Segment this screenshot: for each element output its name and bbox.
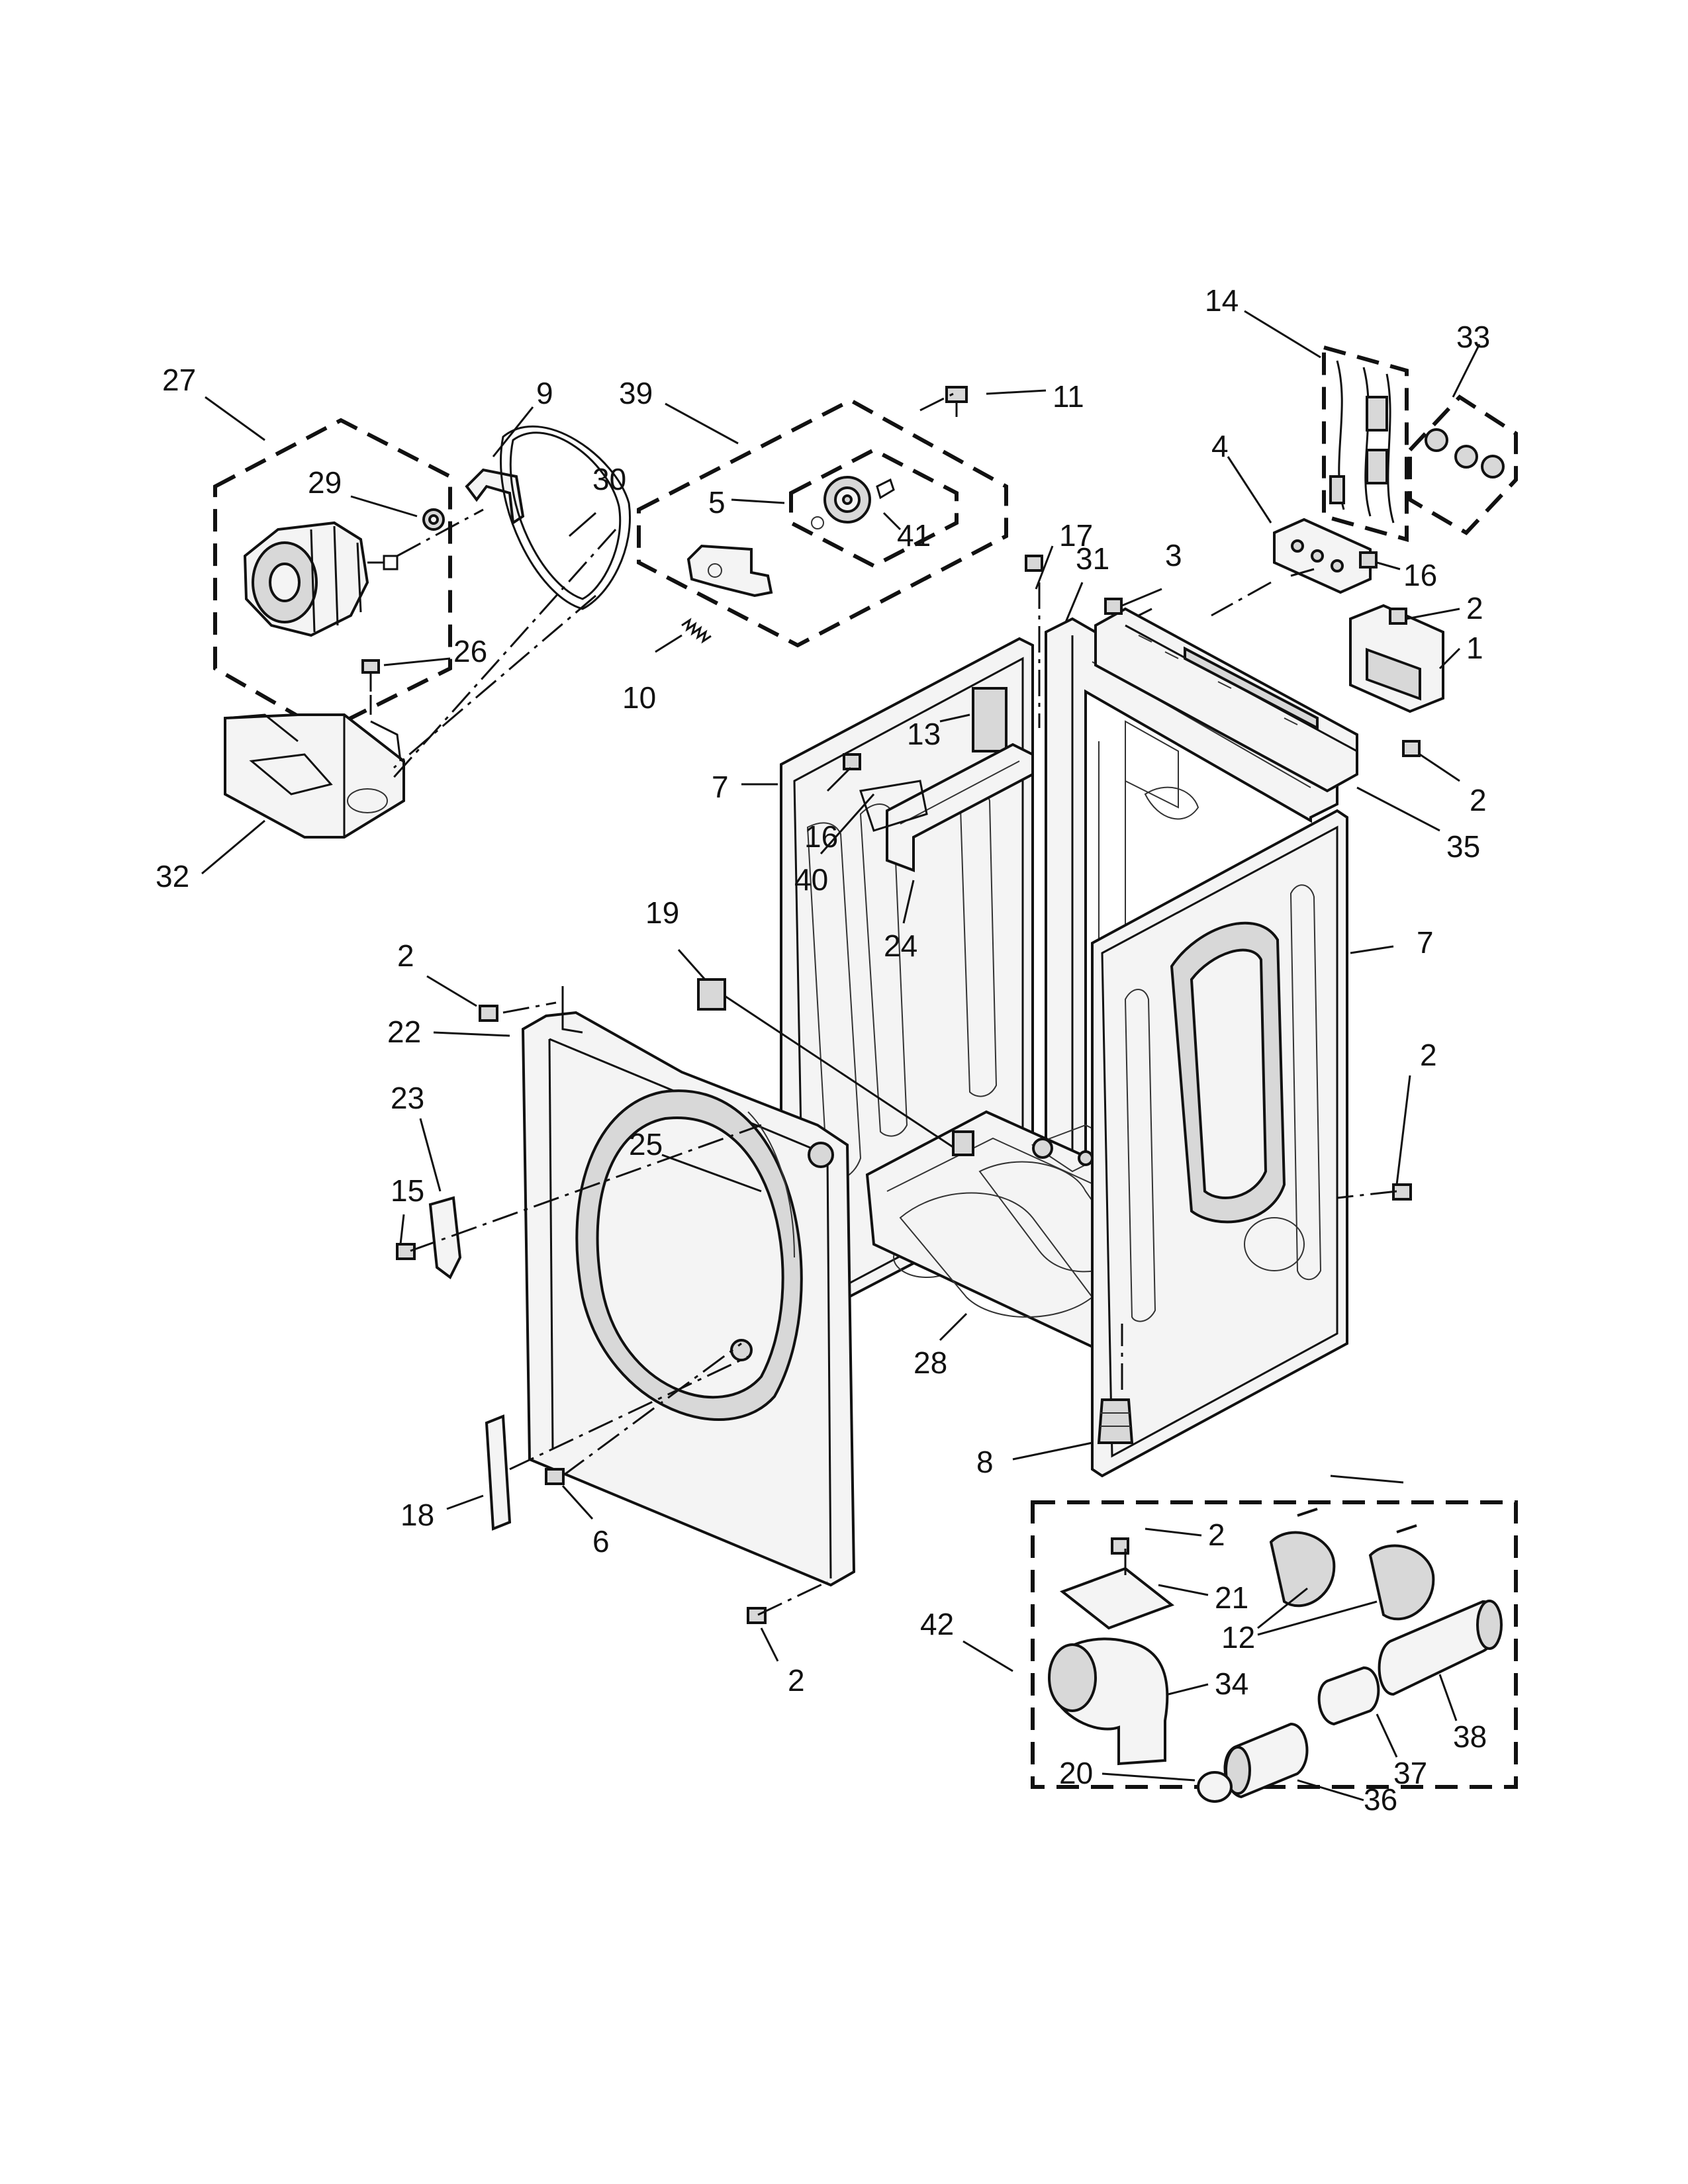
group-33-connector-box bbox=[1408, 394, 1518, 535]
exhaust-kit-parts bbox=[1048, 1508, 1503, 1803]
door-sensor-plug bbox=[952, 1130, 974, 1156]
callout-37: 37 bbox=[1393, 1756, 1427, 1790]
idler-spring bbox=[681, 617, 712, 644]
callout-25: 25 bbox=[629, 1127, 663, 1161]
callout-15: 15 bbox=[391, 1173, 424, 1208]
callout-16: 16 bbox=[1403, 558, 1437, 592]
callout-3: 3 bbox=[1165, 538, 1182, 572]
callout-2: 2 bbox=[1420, 1038, 1437, 1072]
callout-34: 34 bbox=[1215, 1666, 1248, 1701]
callout-6: 6 bbox=[592, 1524, 610, 1559]
callout-9: 9 bbox=[536, 376, 553, 410]
callout-39: 39 bbox=[619, 376, 653, 410]
wire-harness-14 bbox=[1329, 360, 1395, 523]
callout-32: 32 bbox=[156, 859, 189, 893]
callout-24: 24 bbox=[884, 929, 917, 963]
top-control-bracket bbox=[1094, 607, 1358, 793]
terminal-block-4 bbox=[1273, 518, 1372, 594]
drive-belt bbox=[500, 425, 631, 610]
callout-5: 5 bbox=[708, 485, 726, 520]
callout-14: 14 bbox=[1205, 283, 1239, 318]
callout-2: 2 bbox=[1466, 591, 1483, 625]
callout-27: 27 bbox=[162, 363, 196, 397]
callout-2: 2 bbox=[1470, 783, 1487, 817]
callout-28: 28 bbox=[914, 1345, 947, 1380]
control-board-1 bbox=[1349, 604, 1444, 713]
cabinet-side-panel-right bbox=[1091, 809, 1348, 1478]
screw-11 bbox=[945, 386, 968, 417]
leveling-foot-8 bbox=[1097, 1398, 1134, 1444]
alignment-lines bbox=[369, 392, 1397, 1616]
callout-11: 11 bbox=[1053, 379, 1084, 414]
callout-7: 7 bbox=[712, 770, 729, 804]
connectors-33 bbox=[1425, 428, 1505, 478]
callout-23: 23 bbox=[391, 1081, 424, 1115]
callout-7: 7 bbox=[1417, 925, 1434, 960]
motor-hardware bbox=[361, 468, 525, 692]
callout-16: 16 bbox=[804, 819, 838, 854]
harness-19-40 bbox=[697, 780, 961, 1153]
loose-screws bbox=[396, 551, 1421, 1624]
callout-42: 42 bbox=[920, 1607, 954, 1641]
callout-40: 40 bbox=[794, 862, 828, 897]
callout-41: 41 bbox=[897, 518, 931, 553]
wiring-label-13 bbox=[972, 687, 1008, 752]
callout-38: 38 bbox=[1453, 1719, 1487, 1754]
callout-35: 35 bbox=[1446, 829, 1480, 864]
front-panel bbox=[521, 986, 856, 1587]
callout-2: 2 bbox=[397, 938, 414, 973]
group-41-pulley-box bbox=[789, 447, 959, 569]
callout-29: 29 bbox=[308, 465, 342, 500]
callout-4: 4 bbox=[1211, 429, 1229, 463]
drive-motor bbox=[243, 521, 399, 637]
callout-30: 30 bbox=[592, 462, 626, 496]
group-27-motor-assembly bbox=[213, 418, 452, 734]
callout-36: 36 bbox=[1364, 1782, 1397, 1817]
idler-pulley-assembly bbox=[686, 476, 895, 598]
callout-31: 31 bbox=[1076, 541, 1109, 576]
callout-26: 26 bbox=[453, 634, 487, 668]
bracket-24 bbox=[886, 743, 1034, 872]
callout-12: 12 bbox=[1221, 1620, 1255, 1655]
callout-18: 18 bbox=[400, 1498, 434, 1532]
callout-21: 21 bbox=[1215, 1580, 1248, 1615]
hinge-cover-23 bbox=[428, 1196, 462, 1280]
callout-22: 22 bbox=[387, 1015, 421, 1049]
leader-lines bbox=[201, 310, 1481, 1801]
door-strike-18 bbox=[485, 1414, 512, 1531]
callout-19: 19 bbox=[645, 895, 679, 930]
callout-2: 2 bbox=[1208, 1518, 1225, 1552]
group-39-idler-assembly bbox=[637, 398, 1008, 648]
callout-13: 13 bbox=[907, 717, 941, 751]
callout-10: 10 bbox=[622, 680, 656, 715]
callout-33: 33 bbox=[1456, 320, 1490, 354]
callout-1: 1 bbox=[1466, 631, 1483, 665]
callout-2: 2 bbox=[788, 1663, 805, 1698]
group-14-harness-box bbox=[1322, 345, 1409, 542]
callout-17: 17 bbox=[1059, 518, 1093, 553]
group-42-exhaust-kit bbox=[1031, 1500, 1518, 1789]
callout-8: 8 bbox=[976, 1445, 994, 1479]
motor-mount-bracket bbox=[224, 713, 405, 839]
callout-20: 20 bbox=[1059, 1756, 1093, 1790]
callout-labels: 27 9 29 30 39 11 5 41 14 33 4 17 31 3 16… bbox=[156, 283, 1490, 1817]
